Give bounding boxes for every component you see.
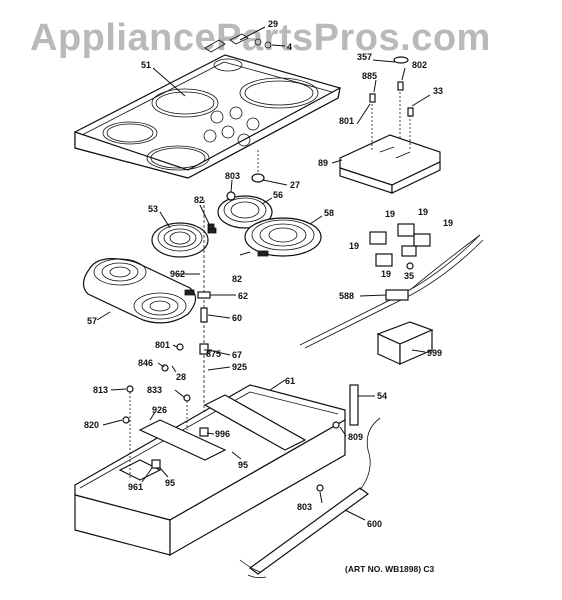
callout-82-top: 82	[194, 195, 204, 205]
callout-56: 56	[273, 190, 283, 200]
parts-box-999	[376, 321, 434, 365]
callout-19-a: 19	[385, 209, 395, 219]
leader-lines	[96, 59, 431, 521]
callout-27: 27	[290, 180, 300, 190]
callout-19-b: 19	[418, 207, 428, 217]
glass-cooktop-part-51	[74, 54, 341, 179]
art-number: (ART NO. WB1898) C3	[345, 564, 435, 574]
infinite-switches-19	[369, 223, 431, 270]
callout-809: 809	[348, 432, 363, 442]
callout-833: 833	[147, 385, 162, 395]
callout-357: 357	[357, 52, 372, 62]
callout-57: 57	[87, 316, 97, 326]
hardware-screws	[122, 364, 340, 492]
callout-19-d: 19	[349, 241, 359, 251]
callout-820: 820	[84, 420, 99, 430]
clip-parts-29	[204, 26, 286, 53]
callout-19-c: 19	[443, 218, 453, 228]
callout-885: 885	[362, 71, 377, 81]
callout-803-top: 803	[225, 171, 240, 181]
callout-813: 813	[93, 385, 108, 395]
callout-95-b: 95	[165, 478, 175, 488]
callout-33: 33	[433, 86, 443, 96]
callout-82-bottom: 82	[232, 274, 242, 284]
terminal-bracket-54	[349, 384, 375, 426]
callout-962: 962	[170, 269, 185, 279]
callout-51: 51	[141, 60, 151, 70]
callout-89: 89	[318, 158, 328, 168]
callout-801-top: 801	[339, 116, 354, 126]
callout-28: 28	[176, 372, 186, 382]
callout-53: 53	[148, 204, 158, 214]
surface-element-58	[244, 217, 322, 257]
conduit-600	[239, 417, 381, 579]
dual-element-tray-57	[82, 258, 197, 324]
callout-29: 29	[268, 19, 278, 29]
callout-19-e: 19	[381, 269, 391, 279]
surface-element-56	[207, 195, 273, 230]
callout-961: 961	[128, 482, 143, 492]
callout-labels: 29 4 51 357 885 802 801 33 89 27 803 53 …	[84, 19, 453, 529]
support-rails-95	[118, 394, 307, 481]
callout-600: 600	[367, 519, 382, 529]
callout-803-bottom: 803	[297, 502, 312, 512]
wire-harness-588	[299, 234, 484, 349]
callout-926: 926	[152, 405, 167, 415]
callout-588: 588	[339, 291, 354, 301]
callout-846: 846	[138, 358, 153, 368]
callout-95-a: 95	[238, 460, 248, 470]
callout-875: 875	[206, 349, 221, 359]
grommet-part-27	[251, 150, 288, 186]
callout-58: 58	[324, 208, 334, 218]
callout-54: 54	[377, 391, 387, 401]
callout-802: 802	[412, 60, 427, 70]
surface-element-53	[151, 222, 217, 258]
callout-35: 35	[404, 271, 414, 281]
callout-4: 4	[287, 42, 292, 52]
callout-999: 999	[427, 348, 442, 358]
watermark-text: AppliancePartsPros.com	[30, 17, 491, 59]
callout-996: 996	[215, 429, 230, 439]
callout-67: 67	[232, 350, 242, 360]
callout-61: 61	[285, 376, 295, 386]
callout-801-mid: 801	[155, 340, 170, 350]
callout-62: 62	[238, 291, 248, 301]
control-bracket-89	[339, 56, 441, 194]
callout-925: 925	[232, 362, 247, 372]
callout-60: 60	[232, 313, 242, 323]
